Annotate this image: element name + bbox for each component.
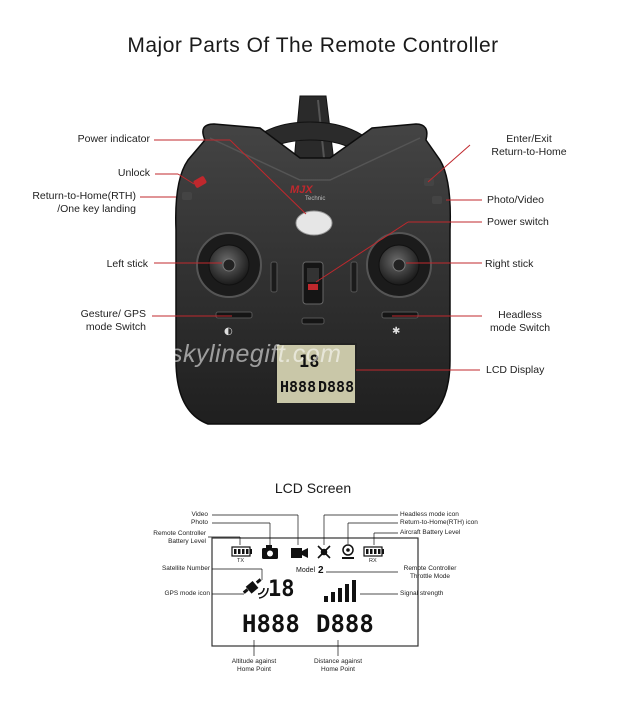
lcd-label-altitude-1: Altitude against <box>231 658 277 665</box>
gesture-gps-switch <box>215 311 253 319</box>
rth-button <box>182 192 192 200</box>
page-title: Major Parts Of The Remote Controller <box>127 34 499 57</box>
lcd-screen-frame <box>211 537 419 647</box>
label-gesture-line2: mode Switch <box>85 321 146 333</box>
lcd-label-throttle-2: Throttle Mode <box>409 573 451 580</box>
lcd-label-rc-batt-1: Remote Controller <box>153 530 206 537</box>
video-icon <box>291 548 308 558</box>
svg-text:✱: ✱ <box>392 326 400 337</box>
power-indicator-light <box>295 210 333 236</box>
signal-strength-bars <box>324 580 356 602</box>
label-unlock: Unlock <box>117 167 150 179</box>
lcd-model-num: 2 <box>318 565 324 576</box>
label-enter-line1: Enter/Exit <box>506 133 552 145</box>
lcd-model-label: Model <box>296 567 316 574</box>
svg-text:◐: ◐ <box>224 326 233 337</box>
label-rth-line2: /One key landing <box>57 203 136 215</box>
lcd-screen-title: LCD Screen <box>274 480 352 496</box>
label-headless-line1: Headless <box>498 309 542 321</box>
watermark: skylinegift.com <box>170 340 342 368</box>
unlock-button <box>193 176 207 188</box>
lcd-label-headless: Headless mode icon <box>400 511 459 518</box>
lcd-altitude: H888 <box>242 610 300 638</box>
enter-exit-button <box>424 178 434 186</box>
brand-sub: Technic <box>305 196 326 202</box>
label-rth-line1: Return-to-Home(RTH) <box>32 190 136 202</box>
headless-icon <box>317 545 331 559</box>
gps-mode-icon <box>242 578 269 599</box>
rth-icon <box>342 544 354 559</box>
label-headless-line2: mode Switch <box>489 322 551 334</box>
lcd-tx: TX <box>237 558 245 564</box>
lcd-label-throttle-1: Remote Controller <box>403 565 457 572</box>
lcd-label-altitude-2: Home Point <box>237 666 271 673</box>
brand-logo: MJX <box>290 184 313 196</box>
label-right-stick: Right stick <box>485 258 534 270</box>
label-lcd-display: LCD Display <box>486 364 545 376</box>
lcd-label-video: Video <box>191 511 208 518</box>
lcd-label-signal: Signal strength <box>400 590 444 597</box>
lcd-label-satellite: Satellite Number <box>161 565 210 572</box>
lcd-sat-number: 18 <box>268 577 295 602</box>
label-photo-video: Photo/Video <box>487 194 545 206</box>
label-left-stick: Left stick <box>106 258 148 270</box>
lcd-label-aircraft-batt: Aircraft Battery Level <box>400 529 461 536</box>
lcd-label-distance-2: Home Point <box>321 666 355 673</box>
lcd-label-photo: Photo <box>191 519 208 526</box>
lcd-distance: D888 <box>316 610 374 638</box>
label-power-switch: Power switch <box>487 216 549 228</box>
label-enter-line2: Return-to-Home <box>491 146 567 158</box>
lcd-label-rth: Return-to-Home(RTH) icon <box>400 519 478 526</box>
lcd-label-distance-1: Distance against <box>313 658 363 665</box>
controller-lcd <box>275 343 357 405</box>
label-gesture-line1: Gesture/ GPS <box>80 308 146 320</box>
photo-video-button <box>432 196 442 204</box>
lcd-rx: RX <box>369 558 377 564</box>
lcd-label-gps-icon: GPS mode icon <box>164 590 210 597</box>
label-power-indicator: Power indicator <box>77 133 150 145</box>
controller-lcd-sat: 18 <box>299 352 320 372</box>
controller-lcd-alt: H888 <box>280 378 317 396</box>
controller-lcd-dist: D888 <box>318 378 355 396</box>
lcd-label-rc-batt-2: Battery Level <box>168 538 206 545</box>
photo-icon <box>262 545 278 559</box>
headless-switch <box>381 311 419 319</box>
